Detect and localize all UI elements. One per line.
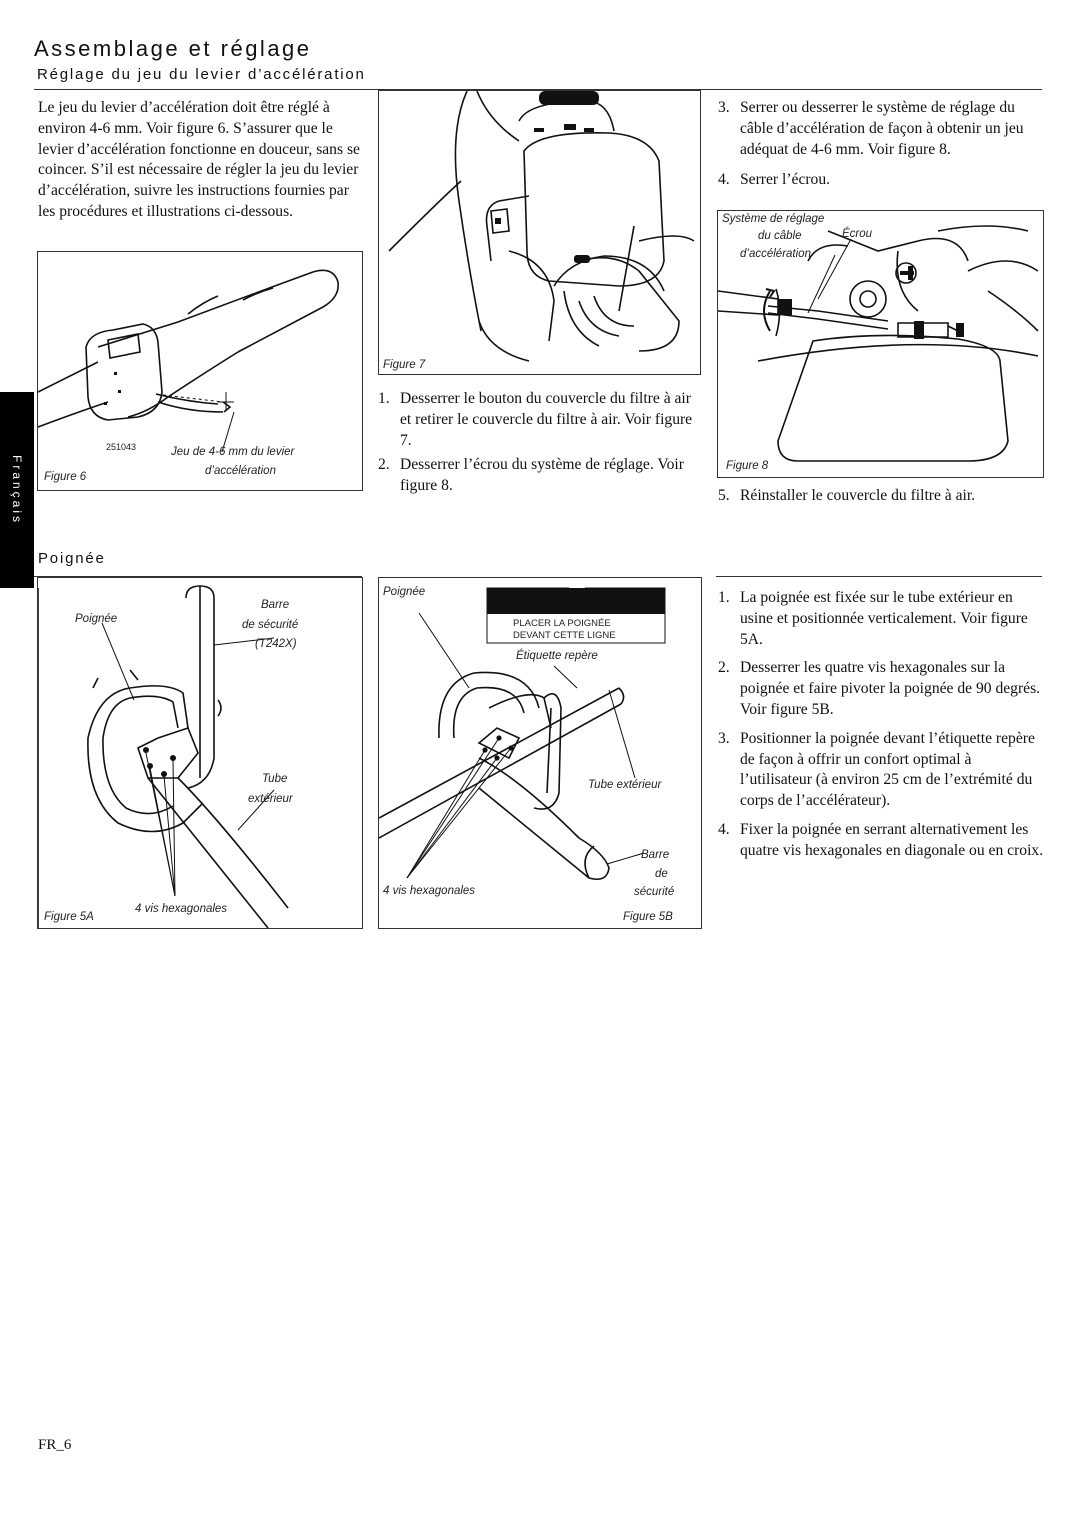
language-tab: Français bbox=[0, 392, 34, 588]
figure-6-callout-2: d’accélération bbox=[205, 465, 276, 477]
figure-5b-sticker-line-1: PLACER LA POIGNÉE bbox=[513, 618, 611, 629]
part-number: 251043 bbox=[106, 442, 137, 452]
step-3: 3.Serrer ou desserrer le système de régl… bbox=[718, 99, 1024, 158]
figure-5a-tube-2: extérieur bbox=[248, 793, 293, 805]
figure-7-label: Figure 7 bbox=[383, 359, 426, 371]
page-title: Assemblage et réglage bbox=[34, 36, 312, 61]
figure-5b: Poignée PLACER LA POIGNÉE DEVANT CETTE L… bbox=[378, 577, 702, 929]
step-1: 1.Desserrer le bouton du couvercle du fi… bbox=[378, 390, 693, 449]
throttle-intro: Le jeu du levier d’accélération doit êtr… bbox=[38, 99, 360, 220]
figure-6: 251043 Jeu de 4-6 mm du levier d’accélér… bbox=[37, 251, 363, 491]
figure-5b-tube-callout: Tube extérieur bbox=[588, 779, 662, 791]
handle-steps: 1.La poignée est fixée sur le tube extér… bbox=[718, 588, 1046, 862]
step-2: 2.Desserrer l’écrou du système de réglag… bbox=[378, 456, 684, 495]
figure-7: Figure 7 bbox=[378, 90, 701, 375]
section-title-handle: Poignée bbox=[38, 550, 106, 567]
figure-5a-tube-1: Tube bbox=[262, 773, 288, 785]
step-4: 4.Serrer l’écrou. bbox=[718, 171, 831, 189]
figure-5a: Poignée Barre de sécurité (T242X) Tube e… bbox=[37, 577, 363, 929]
throttle-steps-right: 3.Serrer ou desserrer le système de régl… bbox=[718, 98, 1046, 191]
figure-5a-barrier-1: Barre bbox=[261, 599, 290, 611]
throttle-steps-left: 1.Desserrer le bouton du couvercle du fi… bbox=[378, 389, 700, 497]
figure-5a-handle-callout: Poignée bbox=[75, 613, 118, 625]
handle-rotated-illustration bbox=[379, 578, 666, 881]
figure-8-callout-system-3: d’accélération bbox=[740, 248, 811, 260]
figure-5b-sticker-callout: Étiquette repère bbox=[516, 650, 598, 662]
header-rule bbox=[34, 89, 1042, 90]
figure-8-callout-system-2: du câble bbox=[758, 230, 802, 242]
figure-5a-screws: 4 vis hexagonales bbox=[135, 903, 228, 915]
figure-6-label: Figure 6 bbox=[44, 471, 87, 483]
figure-6-callout-1: Jeu de 4-6 mm du levier bbox=[171, 446, 295, 458]
figure-5b-barrier-2: de bbox=[655, 868, 668, 880]
figure-5b-barrier-3: sécurité bbox=[634, 886, 675, 898]
handle-vertical-illustration bbox=[38, 585, 289, 928]
figure-5a-barrier-2: de sécurité bbox=[242, 619, 299, 631]
figure-8: Système de réglage du câble Écrou d’accé… bbox=[717, 210, 1044, 478]
figure-8-callout-nut: Écrou bbox=[842, 228, 873, 240]
cable-adjuster-illustration bbox=[718, 225, 1039, 462]
handle-rule-left bbox=[34, 576, 362, 577]
air-filter-illustration bbox=[388, 91, 695, 362]
handle-step-1: 1.La poignée est fixée sur le tube extér… bbox=[718, 589, 1028, 648]
figure-5b-handle-callout: Poignée bbox=[383, 586, 426, 598]
throttle-step-5: 5.Réinstaller le couvercle du filtre à a… bbox=[718, 486, 1046, 507]
figure-8-label: Figure 8 bbox=[726, 460, 769, 472]
section-title-throttle: Réglage du jeu du levier d’accélération bbox=[37, 66, 366, 83]
page-number: FR_6 bbox=[38, 1437, 72, 1453]
figure-5b-label: Figure 5B bbox=[623, 911, 673, 923]
figure-5a-barrier-3: (T242X) bbox=[255, 638, 297, 650]
language-tab-label: Français bbox=[10, 454, 24, 526]
step-5: 5.Réinstaller le couvercle du filtre à a… bbox=[718, 487, 976, 504]
handle-step-3: 3.Positionner la poignée devant l’étique… bbox=[718, 729, 1035, 810]
handle-step-4: 4.Fixer la poignée en serrant alternativ… bbox=[718, 820, 1044, 859]
throttle-handle-illustration bbox=[38, 269, 340, 453]
figure-5a-label: Figure 5A bbox=[44, 911, 94, 923]
figure-5b-barrier-1: Barre bbox=[641, 849, 670, 861]
handle-rule-right bbox=[716, 576, 1042, 577]
handle-step-2: 2.Desserrer les quatre vis hexagonales s… bbox=[718, 659, 1041, 718]
figure-5b-sticker-line-2: DEVANT CETTE LIGNE bbox=[513, 630, 616, 641]
figure-5b-screws: 4 vis hexagonales bbox=[383, 885, 476, 897]
figure-8-callout-system-1: Système de réglage bbox=[722, 213, 825, 225]
